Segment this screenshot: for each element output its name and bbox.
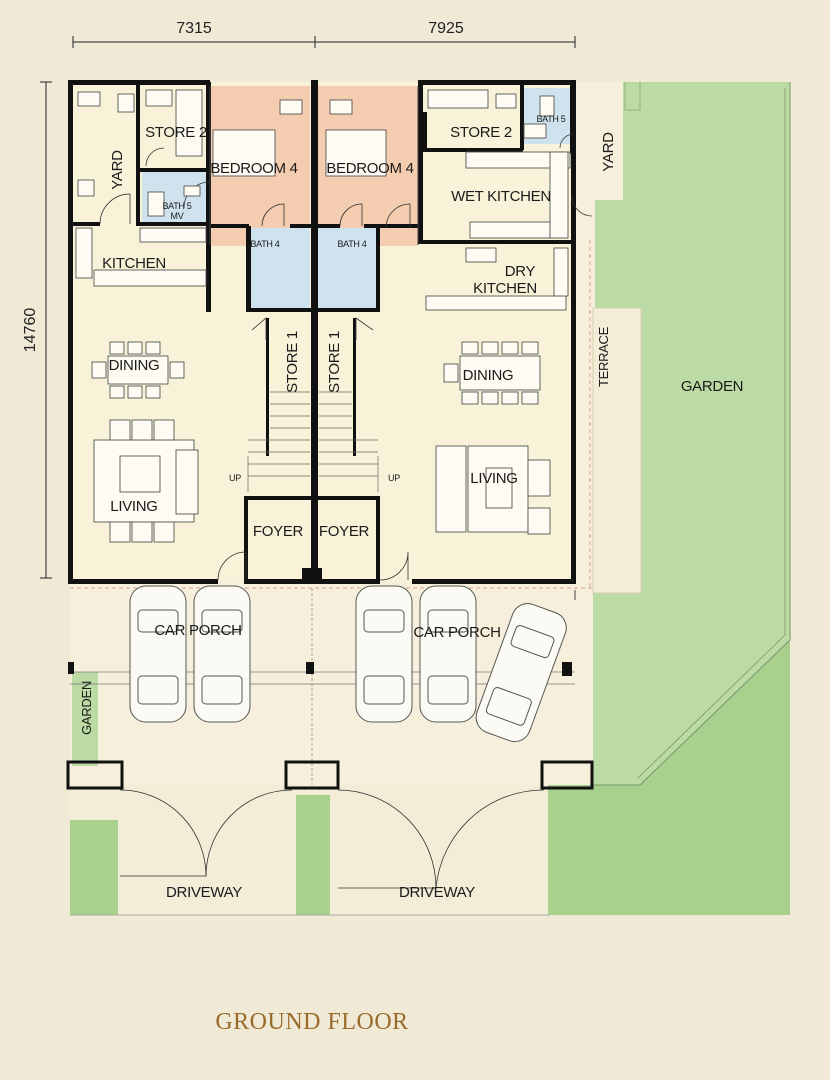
dimension-depth: 14760 xyxy=(22,308,39,353)
car-3 xyxy=(355,585,413,723)
room-store-1-left: STORE 1 xyxy=(284,331,301,393)
label-mv: MV xyxy=(171,211,184,221)
side-path xyxy=(575,82,595,582)
yard-right-area xyxy=(593,82,623,200)
label-up-right: UP xyxy=(388,473,400,483)
room-garden-left: GARDEN xyxy=(79,681,94,735)
car-2 xyxy=(193,585,251,723)
room-car-porch-left: CAR PORCH xyxy=(154,622,241,639)
room-store-2-left: STORE 2 xyxy=(145,124,207,141)
garden-front-middle xyxy=(296,795,330,915)
furniture-right xyxy=(325,89,571,535)
garden-right xyxy=(593,82,790,785)
columns xyxy=(66,568,594,790)
room-bedroom-4-right: BEDROOM 4 xyxy=(326,160,413,177)
room-bath-4-left: BATH 4 xyxy=(250,239,279,249)
floor-title: GROUND FLOOR xyxy=(215,1009,408,1035)
room-bath-5-left: BATH 5 xyxy=(162,201,191,211)
dimension-lines xyxy=(40,36,576,579)
room-foyer-right: FOYER xyxy=(319,523,370,540)
cars xyxy=(129,585,567,743)
room-yard-right: YARD xyxy=(600,132,617,172)
car-5 xyxy=(475,603,567,743)
dimension-width-left: 7315 xyxy=(176,20,212,37)
room-dry-label: DRY xyxy=(505,263,536,280)
room-dining-right: DINING xyxy=(463,367,514,384)
room-bath-5-right: BATH 5 xyxy=(536,114,565,124)
room-terrace: TERRACE xyxy=(596,326,611,387)
room-bedroom-4-left: BEDROOM 4 xyxy=(210,160,297,177)
room-store-1-right: STORE 1 xyxy=(326,331,343,393)
room-dry-kitchen-label: KITCHEN xyxy=(473,280,537,297)
furniture-left xyxy=(75,89,303,543)
dimension-width-right: 7925 xyxy=(428,20,464,37)
room-driveway-left: DRIVEWAY xyxy=(166,884,242,901)
garden-bottom-right xyxy=(548,640,790,915)
label-up-left: UP xyxy=(229,473,241,483)
room-kitchen-left: KITCHEN xyxy=(102,255,166,272)
bath-4-right-area xyxy=(318,228,376,312)
room-driveway-right: DRIVEWAY xyxy=(399,884,475,901)
room-garden-right: GARDEN xyxy=(681,378,743,395)
room-yard-left: YARD xyxy=(109,150,126,190)
car-1 xyxy=(129,585,187,723)
room-store-2-right: STORE 2 xyxy=(450,124,512,141)
walls xyxy=(68,80,576,584)
room-living-left: LIVING xyxy=(110,498,157,515)
car-4 xyxy=(419,585,477,723)
room-car-porch-right: CAR PORCH xyxy=(413,624,500,641)
bath-4-left-area xyxy=(250,228,310,312)
room-foyer-left: FOYER xyxy=(253,523,304,540)
garden-side-strip xyxy=(72,672,98,766)
room-bath-4-right: BATH 4 xyxy=(337,239,366,249)
room-wet-kitchen: WET KITCHEN xyxy=(451,188,551,205)
garden-front-left xyxy=(70,820,118,915)
terrace-area xyxy=(592,307,642,594)
room-dining-left: DINING xyxy=(109,357,160,374)
room-living-right: LIVING xyxy=(470,470,517,487)
